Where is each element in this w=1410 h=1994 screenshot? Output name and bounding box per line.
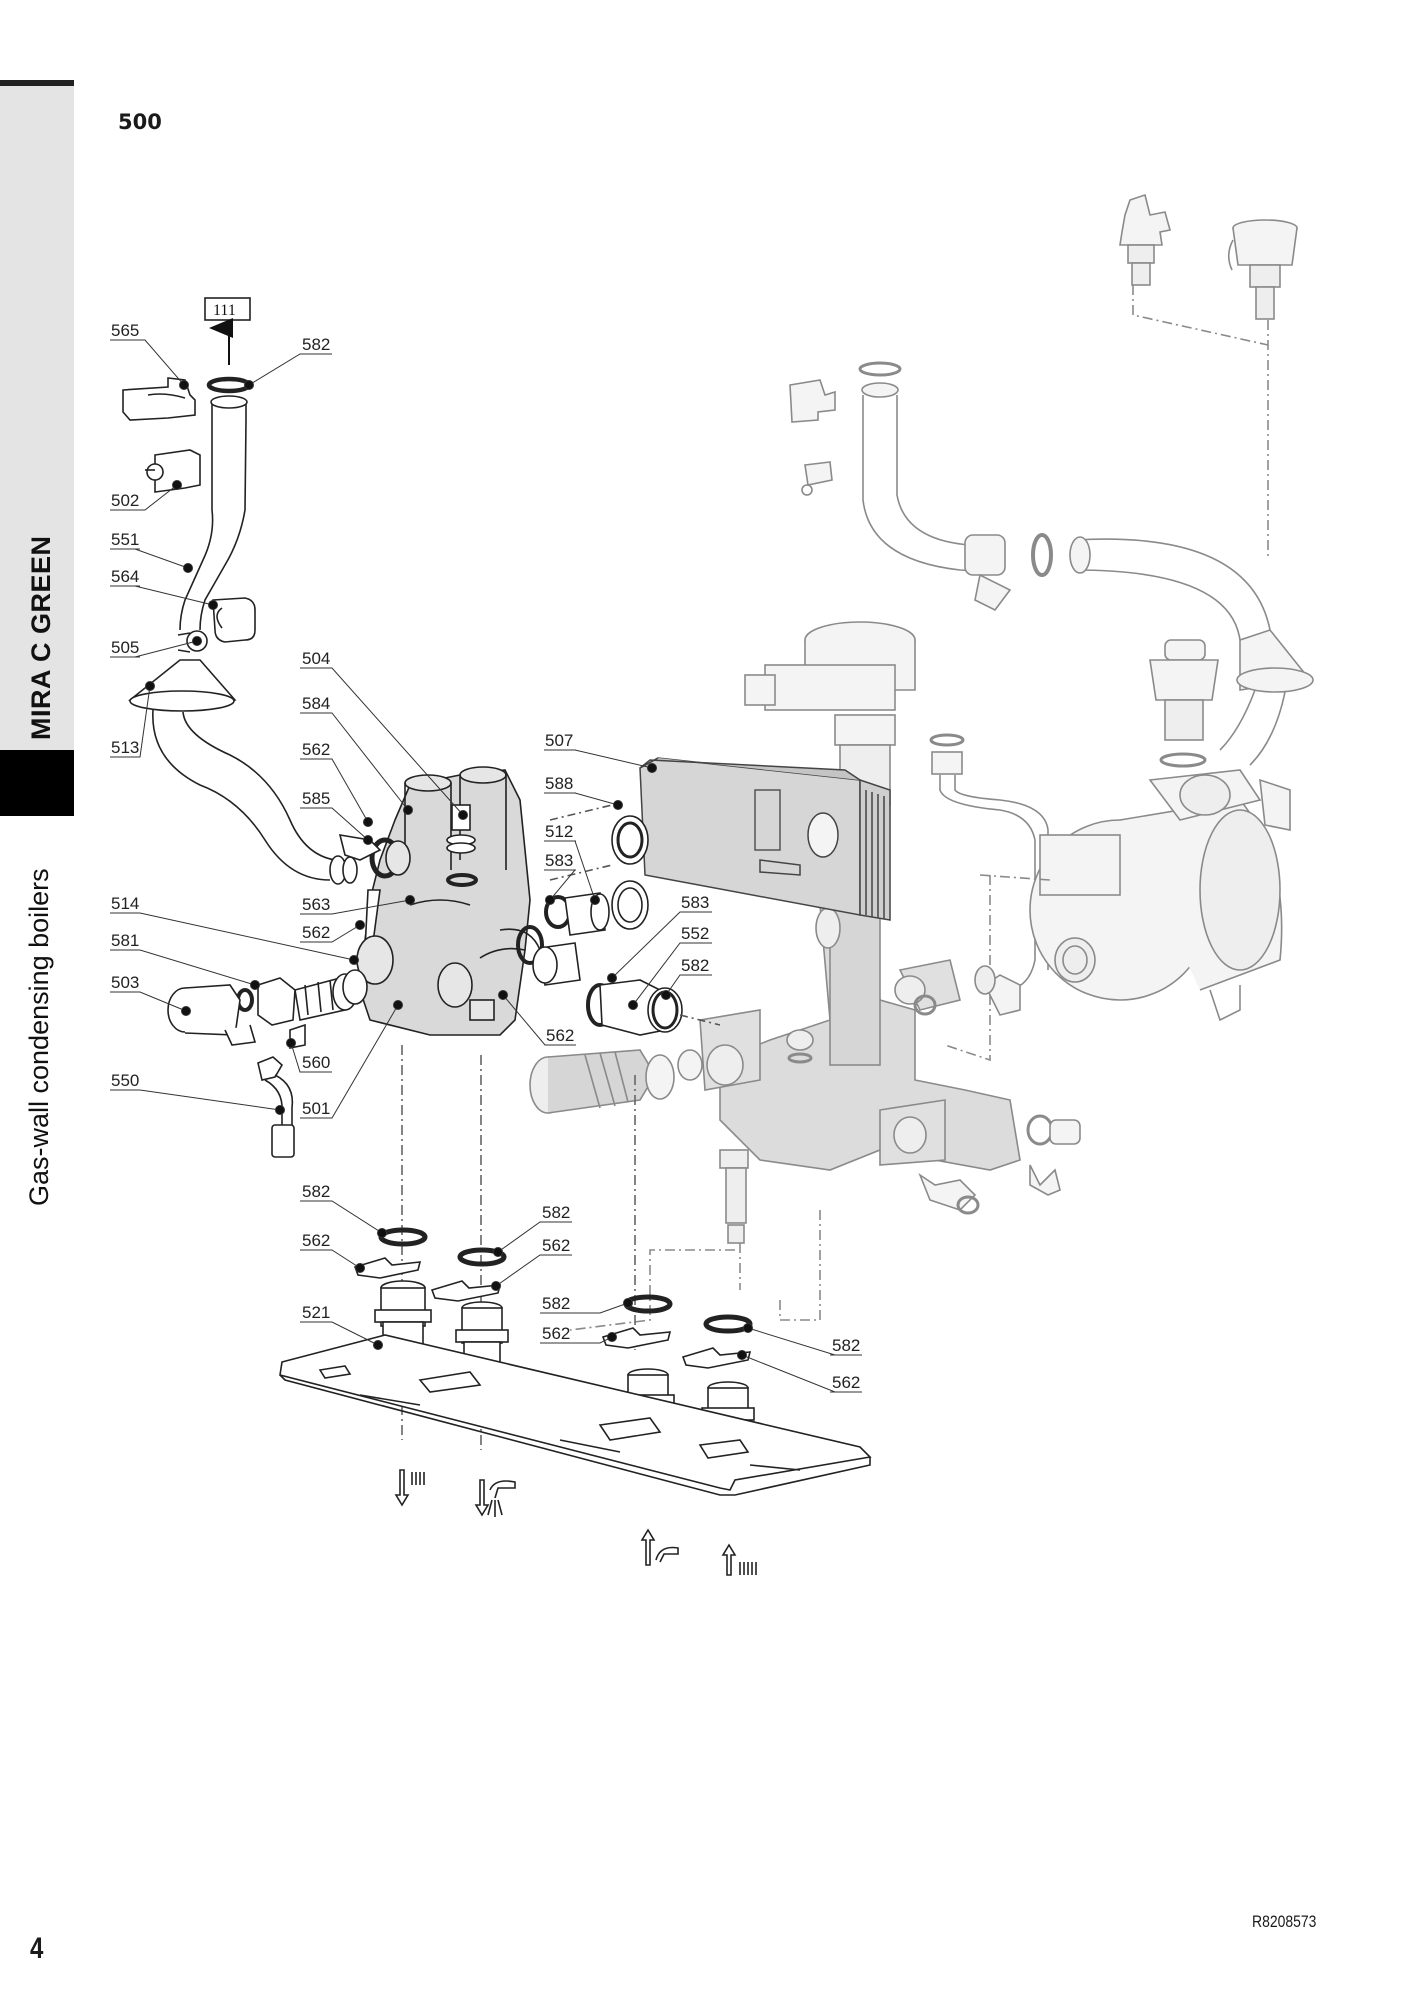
callout-514: 514 — [111, 894, 139, 913]
callout-582: 582 — [681, 956, 709, 975]
document-reference: R8208573 — [1252, 1912, 1317, 1931]
flow-switch-context — [1227, 219, 1298, 320]
callout-564: 564 — [111, 567, 139, 586]
callout-582: 582 — [832, 1336, 860, 1355]
callout-583: 583 — [681, 893, 709, 912]
callout-562: 562 — [302, 1231, 330, 1250]
callout-552: 552 — [681, 924, 709, 943]
callout-513: 513 — [111, 738, 139, 757]
callout-562: 562 — [302, 740, 330, 759]
callout-503: 503 — [111, 973, 139, 992]
callout-labels: 111 565 582 502 551 564 505 513 504 584 … — [111, 302, 860, 1392]
mounting-plate-521 — [279, 1334, 872, 1496]
heating-flow-out-icon — [394, 1469, 425, 1507]
callout-582: 582 — [542, 1203, 570, 1222]
callout-562: 562 — [302, 923, 330, 942]
callout-585: 585 — [302, 789, 330, 808]
callout-504: 504 — [302, 649, 330, 668]
callout-582: 582 — [302, 1182, 330, 1201]
valve-block-501 — [338, 766, 544, 1036]
sidebar-brand-panel — [0, 86, 74, 750]
sidebar-marker-block — [0, 750, 74, 816]
circulating-pump-context — [1029, 769, 1291, 1022]
callout-505: 505 — [111, 638, 139, 657]
callout-550: 550 — [111, 1071, 139, 1090]
callout-563: 563 — [302, 895, 330, 914]
callout-507: 507 — [545, 731, 573, 750]
callout-588: 588 — [545, 774, 573, 793]
heating-return-in-icon — [721, 1543, 757, 1576]
callout-512: 512 — [545, 822, 573, 841]
dhw-out-icon — [474, 1479, 516, 1517]
callout-583: 583 — [545, 851, 573, 870]
primary-parts — [122, 297, 872, 1576]
plate-heat-exchanger — [639, 757, 891, 921]
section-number: 500 — [118, 110, 162, 134]
callout-562: 562 — [542, 1324, 570, 1343]
callout-562: 562 — [832, 1373, 860, 1392]
pressure-sensor-context — [1119, 193, 1172, 286]
callout-582: 582 — [542, 1294, 570, 1313]
callout-565: 565 — [111, 321, 139, 340]
callout-562: 562 — [546, 1026, 574, 1045]
filter-cartridge-context — [529, 1049, 675, 1114]
hydraulic-manifold-context — [677, 884, 1081, 1244]
callout-560: 560 — [302, 1053, 330, 1072]
callout-582: 582 — [302, 335, 330, 354]
page-number: 4 — [30, 1932, 44, 1965]
callout-501: 501 — [302, 1099, 330, 1118]
reference-box-label: 111 — [213, 302, 236, 319]
automatic-air-vent-context — [1149, 639, 1219, 768]
cold-water-in-icon — [640, 1528, 679, 1566]
callout-521: 521 — [302, 1303, 330, 1322]
callout-562: 562 — [542, 1236, 570, 1255]
context-assembly — [529, 193, 1314, 1331]
callout-underlines — [110, 339, 862, 1393]
sidebar-top-rule — [0, 80, 74, 86]
callout-502: 502 — [111, 491, 139, 510]
callout-551: 551 — [111, 530, 139, 549]
callout-581: 581 — [111, 931, 139, 950]
callout-584: 584 — [302, 694, 330, 713]
